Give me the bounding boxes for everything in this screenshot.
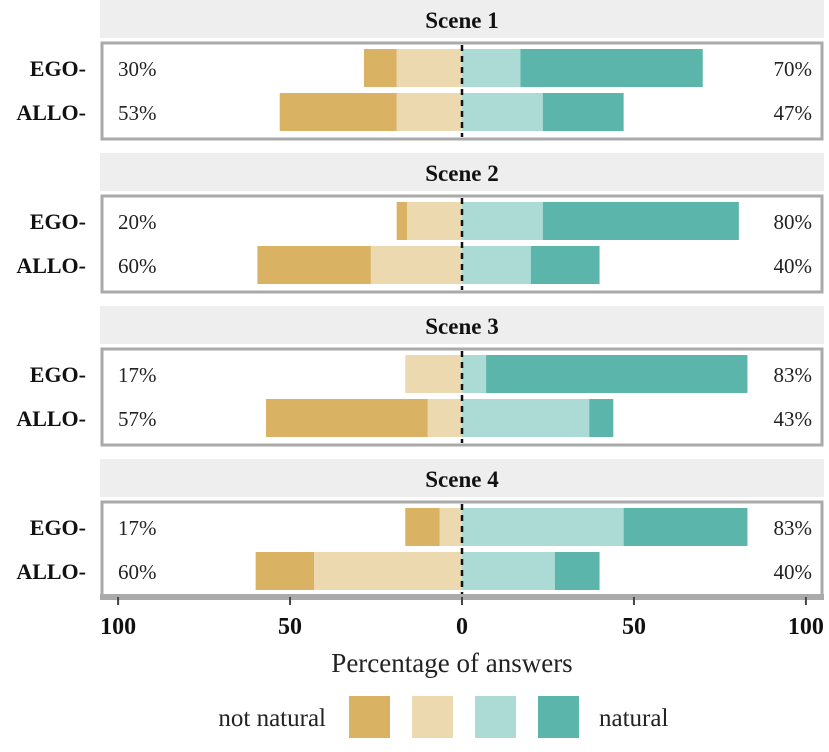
row-label: EGO-	[30, 362, 86, 387]
panel-strip	[100, 153, 824, 191]
panel-scene-3: Scene 3 EGO- 17% 83% ALLO- 57% 43%	[16, 306, 824, 447]
x-axis-label: Percentage of answers	[331, 648, 572, 678]
chart-panels: Scene 1 EGO- 30% 70% ALLO- 53% 47% Scene 2 EGO- 2…	[16, 0, 824, 600]
legend-swatch-not-natural	[349, 696, 390, 738]
x-axis: 100 50 0 50 100	[100, 594, 824, 640]
bar-segment-natural	[486, 355, 748, 393]
bar-segment-natural	[530, 246, 600, 284]
bar-segment-somewhat-not-natural	[396, 49, 462, 87]
legend-label-natural: natural	[599, 705, 668, 732]
bar-row-ego: EGO- 20% 80%	[30, 202, 812, 240]
bar-segment-somewhat-natural	[462, 202, 543, 240]
row-label: ALLO-	[16, 253, 86, 278]
panel-title: Scene 4	[425, 467, 499, 492]
x-tick-label: 50	[622, 614, 646, 640]
left-percent-label: 20%	[118, 210, 157, 234]
left-percent-label: 60%	[118, 254, 157, 278]
bar-segment-somewhat-not-natural	[405, 355, 462, 393]
bar-segment-natural	[542, 93, 624, 131]
bar-segment-somewhat-natural	[462, 246, 531, 284]
bar-segment-natural	[554, 552, 600, 590]
right-percent-label: 43%	[774, 407, 813, 431]
bar-segment-somewhat-not-natural	[314, 552, 462, 590]
bar-segment-somewhat-natural	[462, 355, 487, 393]
row-label: EGO-	[30, 515, 86, 540]
bar-segment-natural	[623, 508, 748, 546]
left-percent-label: 30%	[118, 57, 157, 81]
panel-title: Scene 1	[425, 8, 498, 33]
bar-row-allo: ALLO- 60% 40%	[16, 552, 812, 590]
panel-scene-4: Scene 4 EGO- 17% 83% ALLO- 60% 40%	[16, 459, 824, 600]
bar-segment-not-natural	[405, 508, 440, 546]
bar-segment-not-natural	[363, 49, 397, 87]
bar-row-ego: EGO- 30% 70%	[30, 49, 812, 87]
x-tick-label: 100	[788, 614, 824, 640]
bar-segment-not-natural	[265, 399, 428, 437]
legend-swatch-somewhat-natural	[475, 696, 516, 738]
panel-scene-1: Scene 1 EGO- 30% 70% ALLO- 53% 47%	[16, 0, 824, 141]
bar-segment-natural	[520, 49, 703, 87]
bar-segment-somewhat-natural	[462, 552, 555, 590]
bar-segment-somewhat-not-natural	[427, 399, 462, 437]
bar-row-allo: ALLO- 57% 43%	[16, 399, 812, 437]
bar-segment-not-natural	[257, 246, 371, 284]
row-label: EGO-	[30, 56, 86, 81]
panel-strip	[100, 0, 824, 38]
bar-row-ego: EGO- 17% 83%	[30, 508, 812, 546]
right-percent-label: 70%	[774, 57, 813, 81]
right-percent-label: 80%	[774, 210, 813, 234]
x-tick-label: 0	[456, 614, 468, 640]
bar-segment-somewhat-natural	[462, 93, 543, 131]
bar-segment-not-natural	[255, 552, 315, 590]
panel-strip	[100, 306, 824, 344]
right-percent-label: 40%	[774, 560, 813, 584]
panel-strip	[100, 459, 824, 497]
legend: not natural natural	[218, 696, 668, 738]
left-percent-label: 57%	[118, 407, 157, 431]
row-label: EGO-	[30, 209, 86, 234]
panel-title: Scene 3	[425, 314, 498, 339]
bar-row-allo: ALLO- 60% 40%	[16, 246, 812, 284]
x-tick-label: 100	[100, 614, 136, 640]
bar-segment-somewhat-not-natural	[439, 508, 462, 546]
bar-row-ego: EGO- 17% 83%	[30, 355, 812, 393]
right-percent-label: 83%	[774, 363, 813, 387]
row-label: ALLO-	[16, 406, 86, 431]
left-percent-label: 17%	[118, 516, 157, 540]
bar-row-allo: ALLO- 53% 47%	[16, 93, 812, 131]
right-percent-label: 40%	[774, 254, 813, 278]
legend-swatch-somewhat-not-natural	[412, 696, 453, 738]
right-percent-label: 47%	[774, 101, 813, 125]
left-percent-label: 53%	[118, 101, 157, 125]
bar-segment-natural	[589, 399, 614, 437]
bar-segment-somewhat-natural	[462, 399, 590, 437]
left-percent-label: 17%	[118, 363, 157, 387]
bar-segment-somewhat-not-natural	[370, 246, 462, 284]
right-percent-label: 83%	[774, 516, 813, 540]
bar-segment-somewhat-not-natural	[406, 202, 462, 240]
bar-segment-not-natural	[279, 93, 397, 131]
row-label: ALLO-	[16, 559, 86, 584]
legend-label-not-natural: not natural	[218, 705, 326, 732]
bar-segment-somewhat-not-natural	[396, 93, 462, 131]
panel-title: Scene 2	[425, 161, 498, 186]
x-tick-label: 50	[278, 614, 302, 640]
legend-swatch-natural	[538, 696, 579, 738]
bar-segment-somewhat-natural	[462, 49, 521, 87]
panel-scene-2: Scene 2 EGO- 20% 80% ALLO- 60% 40%	[16, 153, 824, 294]
left-percent-label: 60%	[118, 560, 157, 584]
bar-segment-not-natural	[396, 202, 407, 240]
bar-segment-somewhat-natural	[462, 508, 624, 546]
bar-segment-natural	[542, 202, 739, 240]
row-label: ALLO-	[16, 100, 86, 125]
